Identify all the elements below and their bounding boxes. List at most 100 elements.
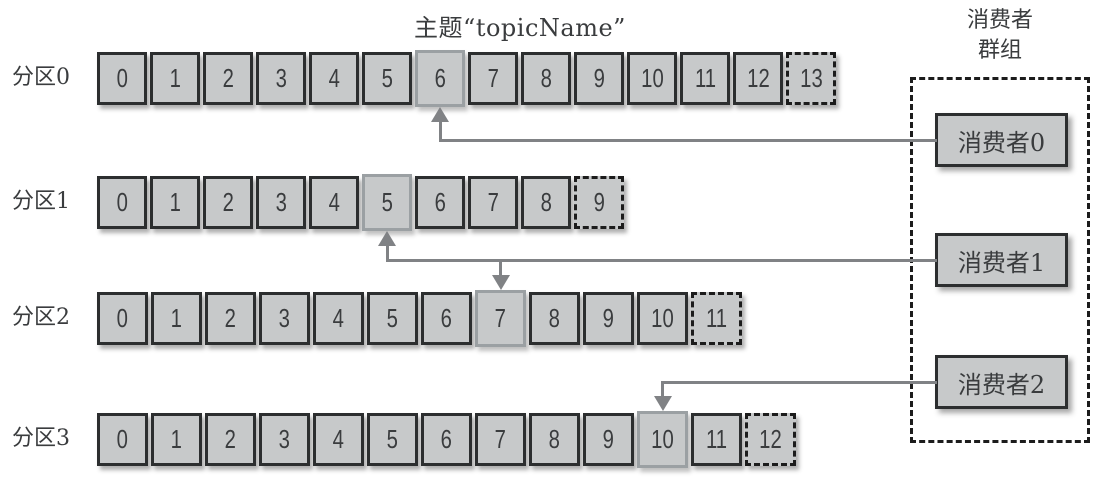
partition-cell: 3 <box>259 413 310 466</box>
partition-cell: 0 <box>97 413 148 466</box>
cell-number: 7 <box>494 424 507 454</box>
connector-line <box>385 244 389 260</box>
cell-number: 1 <box>169 63 181 93</box>
cell-number: 9 <box>593 187 605 217</box>
partition-cell: 4 <box>309 176 359 229</box>
cell-number: 1 <box>169 187 181 217</box>
partition-cell: 10 <box>637 411 688 468</box>
partition-cell: 5 <box>362 174 412 231</box>
arrow-up-icon <box>378 231 396 246</box>
cell-number: 5 <box>386 424 399 454</box>
connector-line <box>438 120 442 140</box>
partition-cell: 9 <box>574 52 624 105</box>
cell-number: 12 <box>759 424 782 454</box>
partition-cell: 1 <box>150 52 200 105</box>
partition-cell: 0 <box>97 52 147 105</box>
cell-number: 8 <box>540 187 552 217</box>
cell-number: 5 <box>381 187 393 217</box>
cell-number: 4 <box>332 424 345 454</box>
cell-number: 7 <box>487 187 499 217</box>
partition-cell: 12 <box>733 52 783 105</box>
partition-cell: 13 <box>786 52 836 105</box>
connector-line <box>499 260 502 277</box>
partition-cell: 6 <box>421 413 472 466</box>
cell-number: 3 <box>278 303 291 333</box>
cell-number: 5 <box>381 63 393 93</box>
cell-number: 9 <box>602 424 615 454</box>
consumer-group-title-line2: 群组 <box>977 38 1022 63</box>
cell-number: 0 <box>116 187 128 217</box>
cell-number: 11 <box>694 63 716 93</box>
cell-number: 7 <box>494 303 507 333</box>
partition-cell: 1 <box>150 176 200 229</box>
partition-cell: 0 <box>97 176 147 229</box>
connector-line <box>438 138 937 142</box>
arrow-up-icon <box>431 107 449 122</box>
partition-cell: 8 <box>521 176 571 229</box>
partition-cell: 2 <box>205 413 256 466</box>
cell-number: 0 <box>116 63 128 93</box>
cell-number: 2 <box>222 63 234 93</box>
partition-cell: 11 <box>691 292 742 345</box>
cell-number: 4 <box>332 303 345 333</box>
cell-number: 0 <box>116 424 129 454</box>
partition-cell: 10 <box>627 52 677 105</box>
partition-cell: 11 <box>691 413 742 466</box>
cell-number: 5 <box>386 303 399 333</box>
consumer-2-box: 消费者2 <box>935 355 1068 409</box>
partition-cell: 8 <box>521 52 571 105</box>
cell-number: 2 <box>224 424 237 454</box>
cell-number: 13 <box>799 63 823 93</box>
partition-cell: 8 <box>529 292 580 345</box>
topic-title: 主题“topicName” <box>414 14 626 42</box>
cell-number: 1 <box>170 303 183 333</box>
cell-number: 9 <box>593 63 605 93</box>
cell-number: 3 <box>278 424 291 454</box>
cell-number: 10 <box>651 424 674 454</box>
partition-1-label: 分区1 <box>12 189 70 214</box>
partition-cell: 3 <box>256 176 306 229</box>
cell-number: 6 <box>434 187 446 217</box>
partition-cell: 4 <box>309 52 359 105</box>
partition-3-label: 分区3 <box>12 426 70 451</box>
consumer-group-title: 消费者 群组 <box>910 6 1090 66</box>
cell-number: 6 <box>434 63 446 93</box>
partition-cell: 4 <box>313 292 364 345</box>
cell-number: 0 <box>116 303 129 333</box>
consumer-1-box: 消费者1 <box>935 233 1068 287</box>
partition-cell: 3 <box>259 292 310 345</box>
partition-cell: 12 <box>745 413 796 466</box>
connector-line <box>661 380 937 384</box>
partition-cell: 6 <box>421 292 472 345</box>
partition-cell: 7 <box>468 176 518 229</box>
partition-cell: 2 <box>205 292 256 345</box>
cell-number: 6 <box>440 303 453 333</box>
partition-cell: 3 <box>256 52 306 105</box>
partition-cell: 7 <box>475 290 526 347</box>
cell-number: 1 <box>170 424 183 454</box>
arrow-down-icon <box>491 275 510 290</box>
partition-cell: 4 <box>313 413 364 466</box>
cell-number: 2 <box>222 187 234 217</box>
partition-cell: 11 <box>680 52 730 105</box>
partition-cell: 9 <box>574 176 624 229</box>
cell-number: 8 <box>540 63 552 93</box>
cell-number: 10 <box>640 63 664 93</box>
partition-cell: 7 <box>468 52 518 105</box>
partition-cell: 9 <box>583 413 634 466</box>
partition-cell: 1 <box>151 413 202 466</box>
cell-number: 3 <box>275 63 287 93</box>
cell-number: 11 <box>705 303 728 333</box>
partition-cell: 6 <box>415 50 465 107</box>
cell-number: 7 <box>487 63 499 93</box>
partition-cell: 2 <box>203 52 253 105</box>
arrow-down-icon <box>653 396 672 411</box>
cell-number: 8 <box>548 303 561 333</box>
partition-cell: 7 <box>475 413 526 466</box>
cell-number: 10 <box>651 303 674 333</box>
